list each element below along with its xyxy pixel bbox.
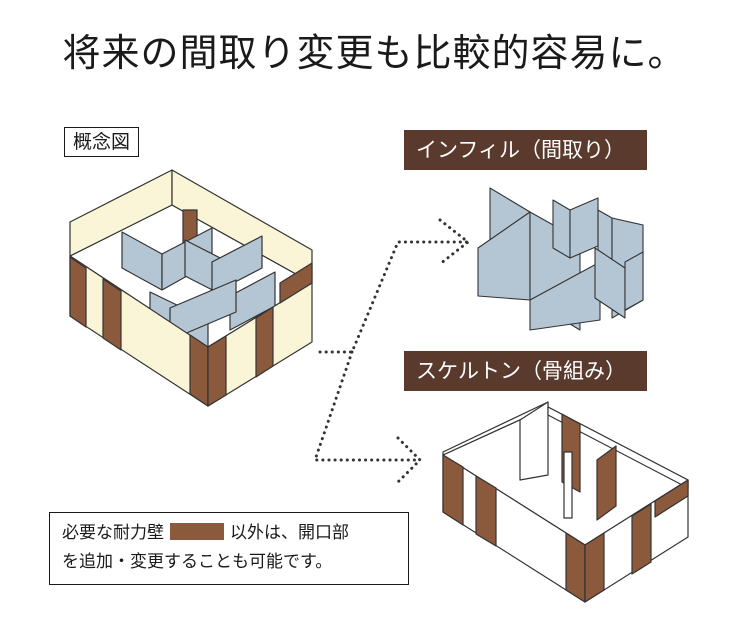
note-line1-after: 以外は、開口部 [230,523,349,543]
infill-label: インフィル（間取り） [404,130,647,170]
note-line1-before: 必要な耐力壁 [62,523,164,543]
dotted-arrow-icon [312,218,471,484]
note-line-2: を追加・変更することも可能です。 [62,552,333,572]
skeleton-label: スケルトン（骨組み） [404,351,647,391]
concept-model [69,169,313,407]
headline: 将来の間取り変更も比較的容易に。 [62,31,687,75]
infill-model [477,187,644,331]
note-line-1: 必要な耐力壁 以外は、開口部 [62,519,396,548]
bearing-wall-swatch [170,523,224,540]
skeleton-model [442,401,689,603]
concept-label: 概念図 [64,127,140,157]
note-box: 必要な耐力壁 以外は、開口部 を追加・変更することも可能です。 [49,512,409,585]
